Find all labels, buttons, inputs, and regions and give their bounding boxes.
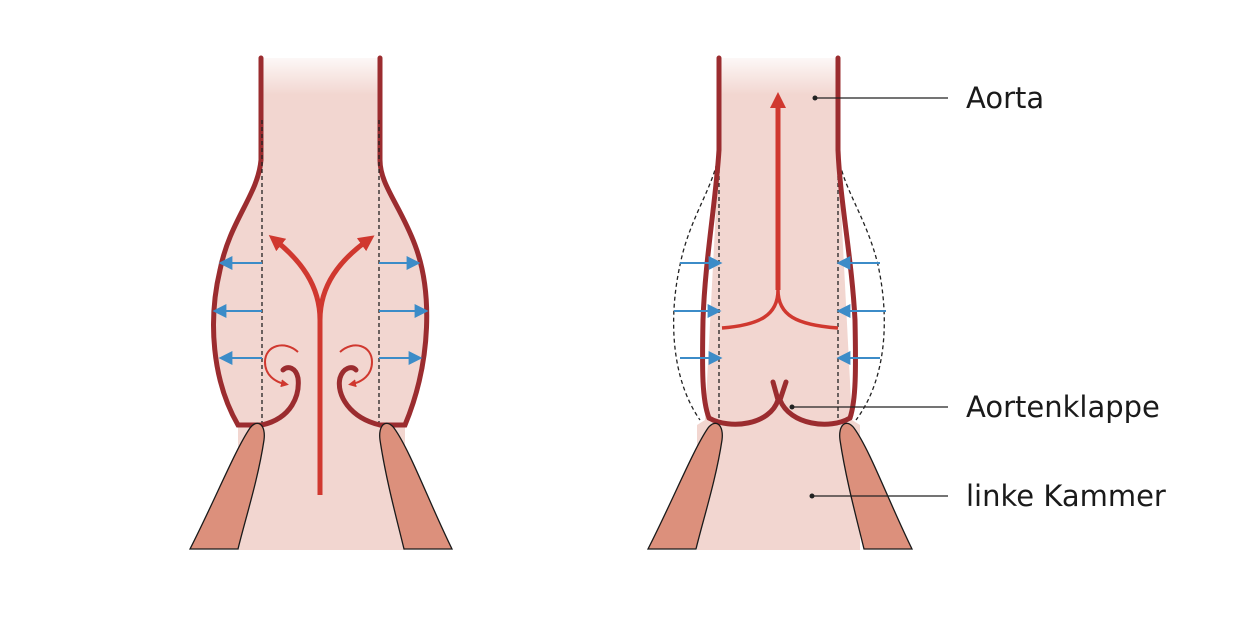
left-valve-leaflet-right xyxy=(336,365,383,428)
right-aorta-wall-right xyxy=(835,55,858,421)
left-flow-arrow-branch-right xyxy=(317,235,375,321)
left-vortex-arrow-right xyxy=(339,344,374,388)
right-panel: Aorta Aortenklappe linke Kammer xyxy=(646,50,1166,550)
left-valve-leaflet-left xyxy=(259,365,301,428)
callout-aorta: Aorta xyxy=(812,81,1044,115)
label-left-ventricle: linke Kammer xyxy=(966,479,1166,513)
left-ventricle-muscle-left xyxy=(188,422,265,550)
right-dashed-prev-outline-left xyxy=(673,149,720,421)
right-dashed-prev-outline-right xyxy=(837,149,885,421)
right-ventricle-muscle-right xyxy=(839,422,914,550)
left-vortex-arrow-left xyxy=(263,344,299,388)
label-aorta: Aorta xyxy=(966,81,1044,115)
left-panel xyxy=(188,50,454,550)
right-ventricle-muscle-left xyxy=(646,422,723,550)
right-flow-backflow xyxy=(721,289,839,330)
right-valve-cusp-left xyxy=(706,379,781,427)
left-aorta-wall-left xyxy=(211,55,265,428)
right-top-fade xyxy=(710,50,850,95)
callout-left-ventricle: linke Kammer xyxy=(809,479,1166,513)
left-aorta-wall-right xyxy=(377,55,430,428)
callout-aortic-valve: Aortenklappe xyxy=(789,390,1160,424)
right-aorta-lumen xyxy=(697,58,860,550)
right-aorta-wall-left xyxy=(700,55,722,421)
left-top-fade xyxy=(250,50,390,95)
left-ventricle-muscle-right xyxy=(379,422,454,550)
right-valve-cusp-right xyxy=(777,379,853,427)
label-aortic-valve: Aortenklappe xyxy=(966,390,1160,424)
